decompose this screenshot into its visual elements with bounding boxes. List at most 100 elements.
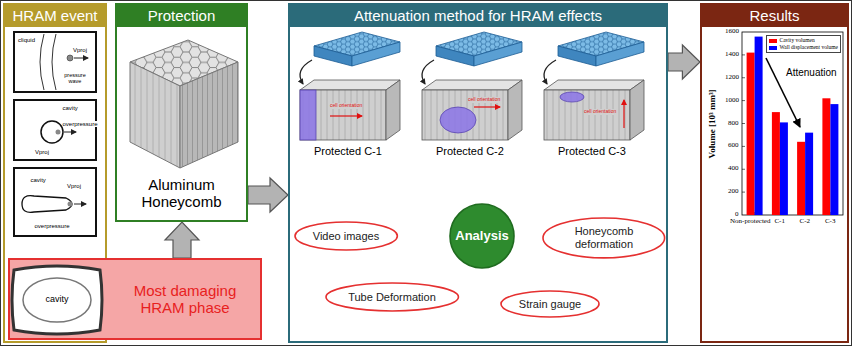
deformed-tube-figure — [23, 278, 91, 322]
tube-c3 — [544, 90, 630, 140]
figure-label: overpressure — [63, 121, 98, 128]
tube-c2 — [422, 32, 522, 140]
legend-row: Wall displacement volume — [769, 44, 838, 51]
legend-swatch — [769, 39, 777, 43]
tick-label: 1400 — [725, 51, 739, 59]
figure-label: cavity — [46, 295, 69, 305]
legend-text: Cavity volumen — [779, 37, 814, 44]
panel-title: HRAM event — [5, 5, 105, 27]
tube-c1 — [300, 32, 400, 140]
bar-chart — [742, 169, 745, 170]
legend-swatch — [769, 46, 777, 50]
figure-label: cliquid — [18, 37, 35, 44]
tube-c3 — [596, 42, 644, 66]
tube-c2 — [440, 107, 476, 133]
protection-panel: ProtectionAluminum Honeycomb — [115, 3, 248, 222]
tube-c3 — [560, 92, 584, 102]
pressure-wave-figure — [52, 34, 56, 90]
tube-c2 — [422, 90, 508, 140]
bar-chart — [772, 112, 780, 215]
bar-chart — [830, 104, 838, 215]
orientation-note: cell orientation — [584, 109, 616, 115]
event-panel-continuation — [3, 257, 5, 342]
bar-chart — [742, 123, 745, 124]
orientation-note: cell orientation — [330, 103, 362, 109]
bar-chart — [742, 100, 745, 101]
circle-text: Analysis — [455, 229, 508, 244]
bar-chart — [742, 32, 843, 215]
phase-text: Most damaging HRAM phase — [122, 282, 248, 317]
panel-title: Results — [702, 5, 847, 27]
tick-label: 600 — [728, 142, 739, 150]
cavity-figure — [14, 100, 96, 160]
axis-title: Volume [10³ mm³] — [707, 89, 717, 158]
analysis-circle: Analysis — [449, 203, 515, 269]
tick-label: 1200 — [725, 74, 739, 82]
elongated-cavity-figure — [14, 168, 96, 236]
deformed-tube-figure — [12, 266, 102, 334]
tick-label: 800 — [728, 120, 739, 128]
ellipse-outline — [295, 222, 397, 250]
category-label: C-2 — [800, 218, 811, 226]
tube-c1 — [300, 90, 386, 140]
bar-chart — [742, 192, 745, 193]
phase-fill — [8, 258, 262, 340]
ellipse-text: Video images — [313, 230, 379, 243]
panel-title: Protection — [117, 5, 246, 27]
bar-chart — [742, 32, 843, 215]
honeycomb-block — [130, 40, 238, 168]
tube-c1 — [300, 60, 312, 84]
figure-label: Vproj — [35, 149, 49, 156]
tube-c1 — [300, 90, 316, 140]
tube-c2 — [474, 106, 500, 107]
deformed-tube-figure — [12, 266, 102, 334]
ellipse-outline — [543, 218, 665, 258]
bar-chart — [822, 98, 830, 215]
results-panel: Results — [700, 3, 849, 343]
figure-label: cavity — [63, 105, 78, 112]
category-label: C-1 — [774, 218, 785, 226]
bar-chart — [742, 146, 745, 147]
figure-label: cavity — [31, 177, 46, 184]
tube-c2 — [422, 60, 434, 84]
ellipse-outline — [326, 283, 458, 311]
honeycomb-block — [130, 62, 180, 168]
tube-c1 — [300, 80, 400, 90]
analysis-item: Strain gauge — [500, 290, 600, 318]
figure-label: pressure wave — [62, 72, 88, 84]
event-panel-continuation — [3, 341, 107, 343]
configuration-label: Protected C-3 — [558, 145, 626, 157]
analysis-item: Video images — [294, 221, 398, 251]
tube-c2 — [508, 80, 522, 140]
figure-label: Vproj — [73, 47, 87, 54]
block-arrow — [668, 45, 700, 79]
pressure-wave-figure — [40, 34, 44, 90]
block-arrow — [248, 178, 288, 212]
pressure-wave-figure — [74, 58, 88, 59]
bar-chart — [805, 133, 813, 215]
figure-label: overpressure — [35, 223, 70, 230]
tube-c3 — [544, 60, 556, 84]
block-arrow — [165, 222, 199, 258]
elongated-cavity-figure — [14, 168, 96, 236]
pressure-wave-figure — [14, 32, 96, 92]
cavity-figure — [41, 121, 63, 143]
ellipse-outline — [501, 291, 599, 317]
analysis-item: Honeycomb deformation — [542, 217, 666, 259]
bar-chart — [780, 122, 788, 215]
cavity-figure — [56, 130, 61, 135]
chart-legend: Cavity volumenWall displacement volume — [766, 35, 841, 53]
legend-row: Cavity volumen — [769, 37, 838, 44]
bar-chart — [742, 54, 745, 55]
tube-c1 — [330, 115, 362, 116]
bar-chart — [797, 142, 805, 215]
tick-label: 1600 — [725, 28, 739, 36]
method-panel: Attenuation method for HRAM effectsAnaly… — [288, 3, 668, 343]
ellipse-text: Strain gauge — [519, 298, 581, 311]
analysis-item: Tube Deformation — [325, 282, 459, 312]
tube-c3 — [630, 80, 644, 140]
tube-c2 — [474, 42, 522, 66]
tube-c3 — [544, 32, 644, 140]
figure-label: Vproj — [67, 183, 81, 190]
